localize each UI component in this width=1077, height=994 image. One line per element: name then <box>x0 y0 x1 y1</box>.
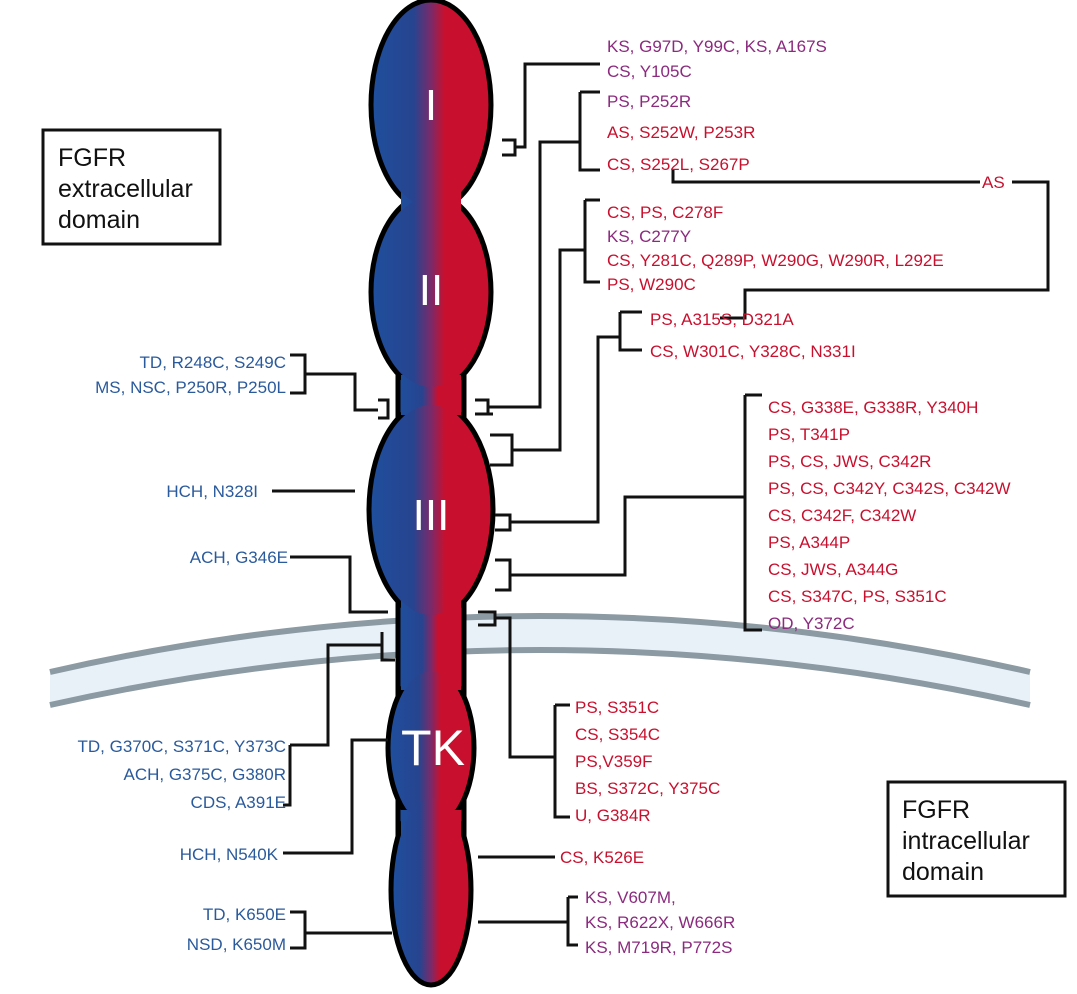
label-r5d: PS, CS, C342Y, C342S, C342W <box>768 479 1011 498</box>
label-r2b: AS, S252W, P253R <box>607 123 755 142</box>
fgfr-receptor <box>366 0 496 988</box>
label-r5g: CS, JWS, A344G <box>768 560 898 579</box>
domain-label-i: I <box>425 81 437 130</box>
label-r5c: PS, CS, JWS, C342R <box>768 452 931 471</box>
label-r3b: KS, C277Y <box>607 227 691 246</box>
label-r3c: CS, Y281C, Q289P, W290G, W290R, L292E <box>607 251 944 270</box>
label-l4b: ACH, G375C, G380R <box>123 765 286 784</box>
label-l4c: CDS, A391E <box>191 793 286 812</box>
label-r7: CS, K526E <box>560 848 644 867</box>
label-r1b: CS, Y105C <box>607 62 692 81</box>
right-mutation-labels: KS, G97D, Y99C, KS, A167S CS, Y105C PS, … <box>560 37 1011 957</box>
label-l4a: TD, G370C, S371C, Y373C <box>77 737 286 756</box>
label-r4b: CS, W301C, Y328C, N331I <box>650 342 856 361</box>
label-r5a: CS, G338E, G338R, Y340H <box>768 398 978 417</box>
label-l2: HCH, N328I <box>166 482 258 501</box>
label-r3a: CS, PS, C278F <box>607 203 723 222</box>
label-l6a: TD, K650E <box>203 905 286 924</box>
label-r5i: OD, Y372C <box>768 614 855 633</box>
label-l6b: NSD, K650M <box>187 935 286 954</box>
label-r5e: CS, C342F, C342W <box>768 506 916 525</box>
box-int-line2: intracellular <box>902 827 1030 855</box>
domain-label-iii: III <box>413 491 450 540</box>
label-r6a: PS, S351C <box>575 698 659 717</box>
label-r5h: CS, S347C, PS, S351C <box>768 587 947 606</box>
extracellular-domain-box: FGFR extracellular domain <box>41 128 222 246</box>
label-l1a: TD, R248C, S249C <box>140 353 286 372</box>
label-r6d: BS, S372C, Y375C <box>575 779 720 798</box>
connector-lines <box>272 62 1050 950</box>
intracellular-domain-box: FGFR intracellular domain <box>886 780 1067 898</box>
label-r2c: CS, S252L, S267P <box>607 155 750 174</box>
label-r8a: KS, V607M, <box>585 888 676 907</box>
label-l1b: MS, NSC, P250R, P250L <box>95 378 286 397</box>
domain-label-tk: TK <box>401 720 465 776</box>
box-ext-line3: domain <box>58 206 140 234</box>
box-int-line1: FGFR <box>902 796 970 824</box>
label-r6e: U, G384R <box>575 806 651 825</box>
label-r8b: KS, R622X, W666R <box>585 913 735 932</box>
domain-label-ii: II <box>419 266 443 315</box>
box-ext-line2: extracellular <box>58 175 193 203</box>
label-r2a: PS, P252R <box>607 92 691 111</box>
left-mutation-labels: TD, R248C, S249C MS, NSC, P250R, P250L H… <box>77 353 288 954</box>
label-r1a: KS, G97D, Y99C, KS, A167S <box>607 37 827 56</box>
label-r4a: PS, A315S, D321A <box>650 310 794 329</box>
box-int-line3: domain <box>902 858 984 886</box>
label-l3: ACH, G346E <box>190 548 288 567</box>
label-as: AS <box>982 173 1005 192</box>
cell-membrane <box>49 613 1031 708</box>
label-r5b: PS, T341P <box>768 425 850 444</box>
label-r3d: PS, W290C <box>607 275 696 294</box>
label-r6b: CS, S354C <box>575 725 660 744</box>
box-ext-line1: FGFR <box>58 144 126 172</box>
label-r5f: PS, A344P <box>768 533 850 552</box>
label-r8c: KS, M719R, P772S <box>585 938 732 957</box>
label-r6c: PS,V359F <box>575 752 653 771</box>
label-l5: HCH, N540K <box>180 845 279 864</box>
